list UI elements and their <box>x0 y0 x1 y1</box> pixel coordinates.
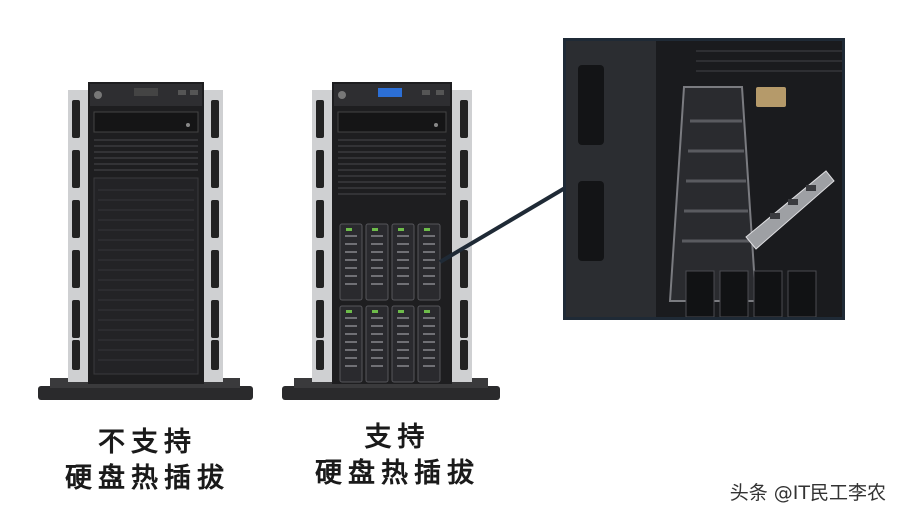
left-caption-line2: 硬盘热插拔 <box>65 463 230 494</box>
left-caption: 不支持 硬盘热插拔 <box>40 425 255 497</box>
right-caption: 支持 硬盘热插拔 <box>290 420 505 492</box>
right-caption-line2: 硬盘热插拔 <box>315 458 480 489</box>
watermark: 头条 @IT民工李农 <box>729 482 886 504</box>
zoom-inset-drive-tray <box>563 38 845 320</box>
server-no-hot-swap <box>38 78 253 408</box>
server-hot-swap <box>282 78 502 408</box>
left-caption-line1: 不支持 <box>98 427 197 458</box>
right-caption-line1: 支持 <box>364 422 431 453</box>
